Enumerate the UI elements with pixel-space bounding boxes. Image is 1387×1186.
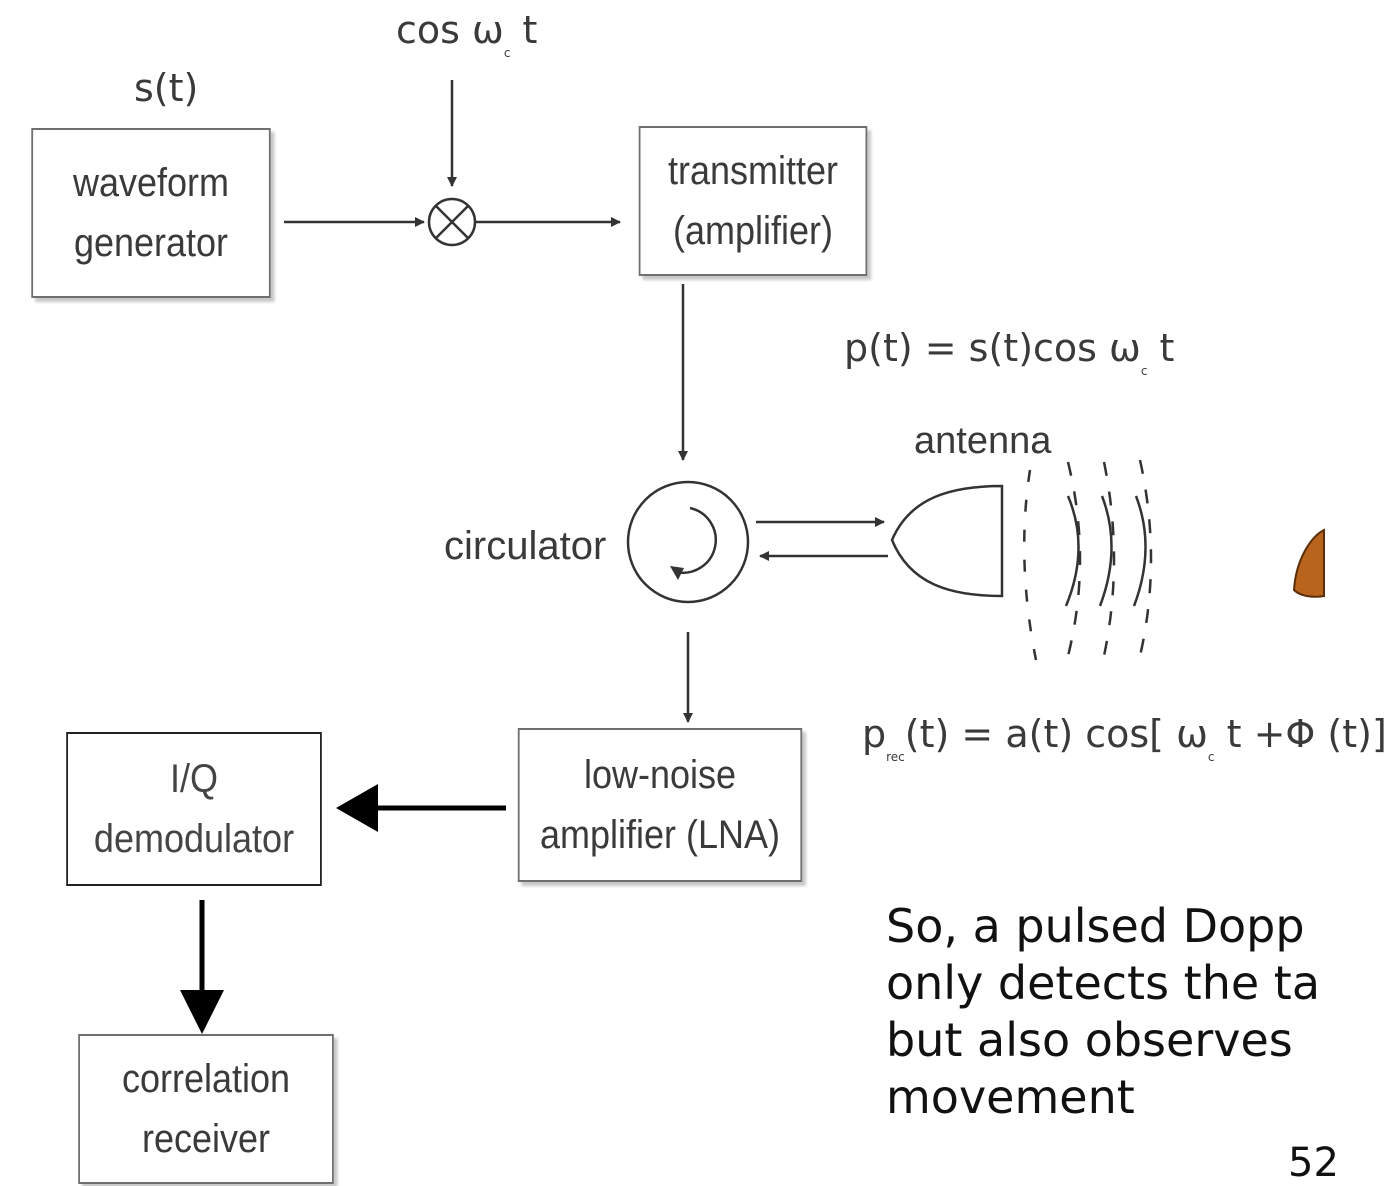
waveform-generator-box: waveform generator [31, 128, 271, 298]
lna-box: low-noise amplifier (LNA) [517, 728, 803, 882]
target-object [1292, 528, 1325, 598]
label-prec-wsub: c [1207, 750, 1215, 764]
label-antenna: antenna [914, 420, 1051, 463]
circulator-symbol [626, 480, 750, 604]
label-prec-tail: t +Φ (t)] [1214, 712, 1387, 756]
waveform-generator-line1: waveform [72, 161, 230, 205]
label-received-signal: prec(t) = a(t) cos[ ωc t +Φ (t)] [862, 712, 1387, 764]
waveform-generator-line2: generator [73, 221, 229, 265]
label-circulator-text: circulator [444, 524, 607, 568]
label-s-t-text: s(t) [134, 66, 199, 110]
correlation-receiver-box: correlation receiver [78, 1034, 334, 1184]
transmitter-box: transmitter (amplifier) [638, 126, 868, 276]
lna-line1: low-noise [583, 753, 737, 797]
radiated-waves [1022, 459, 1153, 661]
page-number: 52 [1288, 1140, 1339, 1186]
diagram-connectors [180, 80, 1325, 1034]
arrow-lna-to-iq-head [336, 784, 378, 832]
slide-note: So, a pulsed Dopp only detects the ta bu… [886, 898, 1346, 1126]
note-line-4: movement [886, 1070, 1135, 1124]
iq-line2: demodulator [93, 817, 295, 861]
note-line-2: only detects the ta [886, 956, 1321, 1010]
label-carrier-sub: c [503, 46, 511, 60]
label-carrier-t: t [510, 8, 538, 52]
label-pt-main: p(t) = s(t)cos ω [844, 326, 1141, 370]
transmitter-line2: (amplifier) [672, 209, 834, 253]
label-prec-main: (t) = a(t) cos[ ω [904, 712, 1208, 756]
label-carrier-main: cos ω [396, 8, 504, 52]
label-s-t: s(t) [134, 66, 198, 110]
transmitter-line1: transmitter [667, 149, 839, 193]
label-circulator: circulator [444, 524, 606, 569]
correlation-line2: receiver [141, 1117, 271, 1161]
label-pt-t: t [1147, 326, 1175, 370]
label-transmitted-signal: p(t) = s(t)cos ωc t [844, 326, 1174, 378]
lna-line2: amplifier (LNA) [539, 813, 781, 857]
note-line-3: but also observes [886, 1013, 1293, 1067]
note-line-1: So, a pulsed Dopp [886, 899, 1305, 953]
label-pt-sub: c [1140, 364, 1148, 378]
antenna-horn [890, 484, 1004, 598]
label-prec-sub: rec [886, 750, 905, 764]
label-prec-p: p [862, 712, 887, 756]
iq-line1: I/Q [169, 757, 219, 801]
arrow-iq-to-correlation-head [180, 990, 224, 1034]
label-antenna-text: antenna [914, 420, 1052, 462]
mixer-symbol [427, 197, 477, 247]
iq-demodulator-box: I/Q demodulator [66, 732, 322, 886]
label-carrier: cos ωc t [396, 8, 537, 60]
correlation-line1: correlation [121, 1057, 291, 1101]
